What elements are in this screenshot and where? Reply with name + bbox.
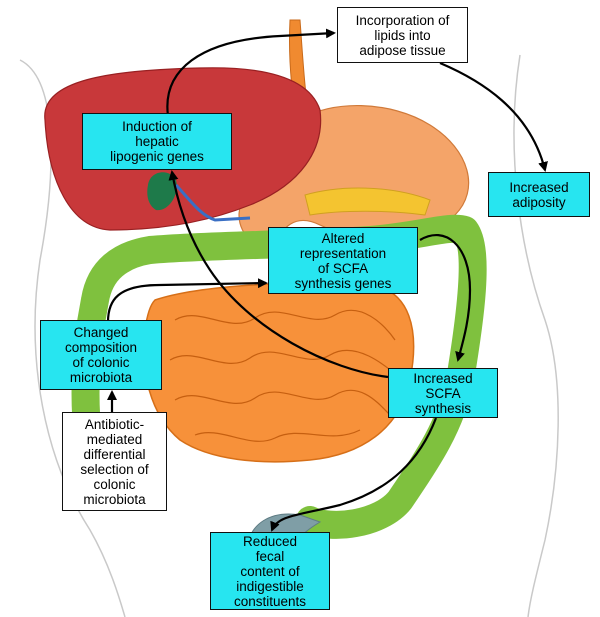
small-intestine: [144, 283, 414, 462]
colonic-composition-box: Changed composition of colonic microbiot…: [40, 320, 162, 390]
antibiotic-selection-box: Antibiotic- mediated differential select…: [62, 412, 167, 511]
incorporation-box: Incorporation of lipids into adipose tis…: [337, 7, 468, 63]
scfa-genes-box: Altered representation of SCFA synthesis…: [268, 227, 418, 294]
fecal-content-box: Reduced fecal content of indigestible co…: [210, 532, 330, 610]
hepatic-genes-box: Induction of hepatic lipogenic genes: [82, 113, 232, 170]
scfa-synthesis-box: Increased SCFA synthesis: [388, 368, 498, 418]
adiposity-box: Increased adiposity: [488, 172, 590, 217]
